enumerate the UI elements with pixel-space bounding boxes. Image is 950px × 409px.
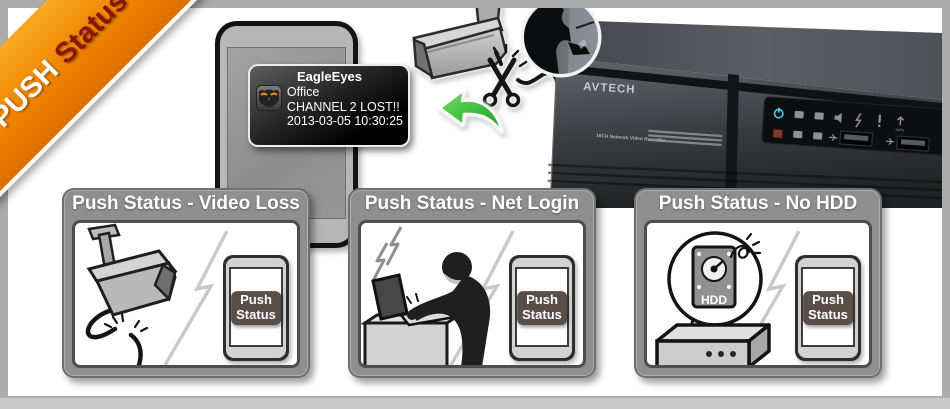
notification-app-title: EagleEyes xyxy=(296,69,363,84)
panel-net-login-title: Push Status - Net Login xyxy=(364,193,580,214)
notification-location: Office xyxy=(286,85,320,99)
camera-cut-cable-illustration xyxy=(85,223,229,365)
spark-marks xyxy=(492,43,528,68)
scissors-icon xyxy=(482,57,521,108)
ribbon-word-push: PUSH xyxy=(0,53,65,134)
ribbon-word-status: Status xyxy=(48,0,134,71)
notification-message: CHANNEL 2 LOST!! xyxy=(286,99,400,114)
hacker-illustration xyxy=(361,226,515,365)
spark-marks xyxy=(103,312,149,333)
nvr-control-panel: DATA xyxy=(761,96,942,156)
hdd-icon: HDD xyxy=(691,245,737,309)
frame-border-left xyxy=(0,0,8,409)
no-hdd-illustration: HDD xyxy=(655,230,801,365)
typing-marks xyxy=(406,293,419,304)
panel-net-login: Push Status - Net Login xyxy=(348,188,596,378)
green-arrow-icon xyxy=(438,88,504,134)
push-status-ribbon: PUSH Status xyxy=(0,0,205,205)
nvr-brand-logo: AVTECH xyxy=(583,81,636,96)
frame-border-right xyxy=(942,0,950,409)
panel-video-loss-title: Push Status - Video Loss xyxy=(72,193,300,214)
panel-no-hdd: Push Status - No HDD HDD xyxy=(634,188,882,378)
record-led xyxy=(773,129,783,138)
nvr-model-label: 16CH Network Video Recorder xyxy=(596,133,666,144)
eagleeyes-owl-icon xyxy=(256,85,282,111)
lightning-bolts xyxy=(371,226,403,282)
intruder-photo-inset xyxy=(520,0,602,78)
frame-border-top xyxy=(0,0,950,8)
cut-cable xyxy=(85,308,118,340)
data-port-label: DATA xyxy=(895,128,905,133)
divider-crack xyxy=(163,230,229,365)
notification-timestamp: 2013-03-05 10:30:25 xyxy=(286,114,403,128)
laptop xyxy=(371,273,409,321)
camera-cable-cut-illustration xyxy=(412,0,559,108)
broken-coil xyxy=(729,232,762,259)
push-notification-popup: EagleEyes Office CHANNEL 2 LOST!! 2013-0… xyxy=(248,64,410,147)
thief-figure xyxy=(407,252,491,365)
nvr-top-face xyxy=(557,21,942,100)
status-icons xyxy=(793,110,882,140)
frame-border-bottom xyxy=(0,396,950,409)
hdd-label: HDD xyxy=(701,293,727,307)
dvr-box xyxy=(655,323,771,365)
panel-no-hdd-title: Push Status - No HDD xyxy=(658,193,858,214)
